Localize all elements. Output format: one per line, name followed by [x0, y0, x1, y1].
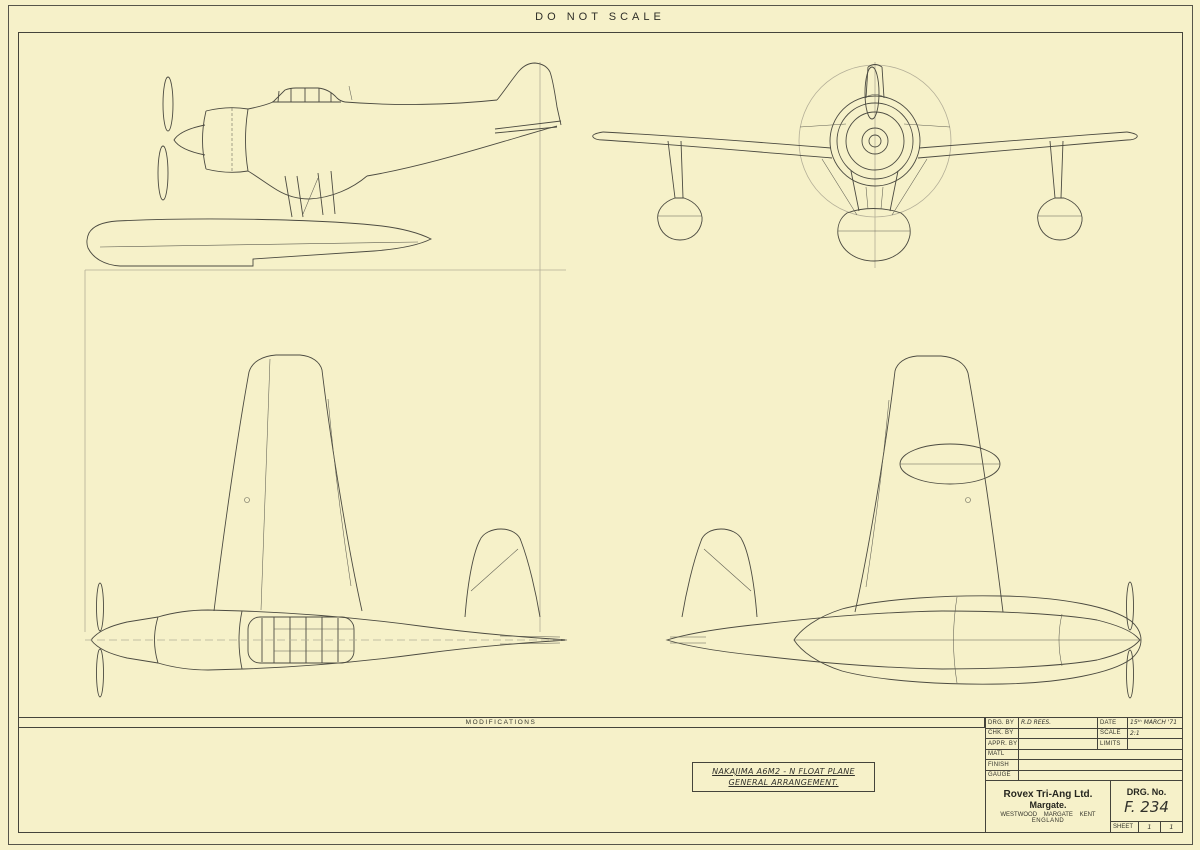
sheet-row: SHEET 1 1 [1111, 821, 1182, 832]
drawing-number-block: DRG. No. F. 234 SHEET 1 1 [1111, 781, 1182, 832]
gauge-value [1018, 770, 1182, 780]
drg-no-value: F. 234 [1124, 797, 1169, 816]
table-row: CHK. BY SCALE 2:1 [986, 728, 1182, 739]
chk-by-value [1018, 728, 1097, 738]
company-block: Rovex Tri-Ang Ltd. Margate. WESTWOOD MAR… [986, 781, 1111, 832]
company-city: Margate. [1029, 800, 1067, 810]
scale-value: 2:1 [1127, 728, 1182, 738]
limits-label: LIMITS [1097, 739, 1127, 749]
drg-no-label: DRG. No. [1126, 786, 1167, 797]
matl-value [1018, 749, 1182, 759]
company-address: WESTWOOD MARGATE KENT [1000, 812, 1096, 818]
modifications-label: MODIFICATIONS [465, 719, 537, 726]
drawing-number: DRG. No. F. 234 [1111, 781, 1182, 821]
finish-label: FINISH [988, 761, 1009, 768]
company-country: ENGLAND [1031, 818, 1065, 824]
date-label: DATE [1097, 718, 1127, 728]
sheet-current: 1 [1139, 822, 1161, 832]
modifications-strip: MODIFICATIONS [18, 717, 985, 728]
scale-label: SCALE [1097, 728, 1127, 738]
date-value: 15ᵗʰ MARCH '71 [1127, 718, 1182, 728]
do-not-scale-label: DO NOT SCALE [535, 11, 665, 23]
title-block-footer: Rovex Tri-Ang Ltd. Margate. WESTWOOD MAR… [985, 781, 1183, 833]
table-row: MATL [986, 749, 1182, 760]
outer-border [8, 5, 1193, 845]
sheet-total: 1 [1169, 823, 1174, 831]
drawing-title-line1: NAKAJIMA A6M2 - N FLOAT PLANE [712, 767, 855, 776]
matl-label: MATL [988, 751, 1005, 758]
title-block-table: DRG. BY R.D REES. DATE 15ᵗʰ MARCH '71 CH… [985, 717, 1183, 781]
drawing-title-box: NAKAJIMA A6M2 - N FLOAT PLANE GENERAL AR… [692, 762, 875, 792]
drawing-frame [18, 32, 1183, 833]
limits-value [1127, 739, 1182, 749]
table-row: GAUGE [986, 770, 1182, 781]
table-row: FINISH [986, 760, 1182, 771]
table-row: DRG. BY R.D REES. DATE 15ᵗʰ MARCH '71 [986, 718, 1182, 729]
sheet-label: SHEET [1111, 822, 1139, 832]
drg-by-value: R.D REES. [1018, 718, 1097, 728]
appr-by-value [1018, 739, 1097, 749]
drawing-title-line2: GENERAL ARRANGEMENT. [728, 778, 839, 787]
gauge-label: GAUGE [988, 772, 1011, 779]
company-name: Rovex Tri-Ang Ltd. [1003, 789, 1093, 800]
table-row: APPR. BY LIMITS [986, 739, 1182, 750]
chk-by-label: CHK. BY [988, 730, 1014, 737]
finish-value [1018, 760, 1182, 770]
appr-by-label: APPR. BY [988, 740, 1018, 747]
drg-by-label: DRG. BY [988, 719, 1015, 726]
